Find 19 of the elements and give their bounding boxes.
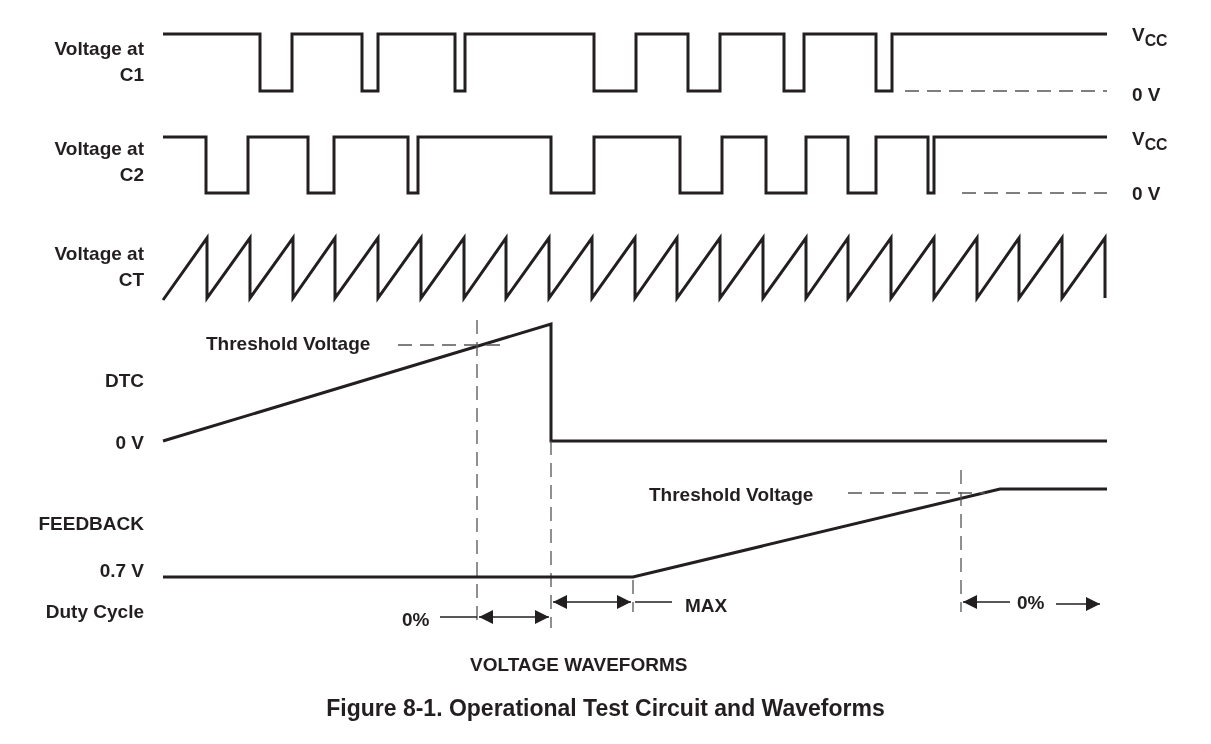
waveform-label: Duty Cycle xyxy=(44,600,144,624)
waveform-label: Voltage at C1 xyxy=(53,37,144,87)
figure-caption: Figure 8-1. Operational Test Circuit and Waveforms xyxy=(325,695,886,721)
waveform-label: Voltage at CT xyxy=(53,242,144,292)
dimension-label: 0% xyxy=(402,608,430,632)
level-label: 0 V xyxy=(1132,182,1161,206)
threshold-label: Threshold Voltage xyxy=(649,483,814,507)
level-label: V$_{CC}$ xyxy=(1132,127,1168,155)
dimension-label: MAX xyxy=(685,594,728,618)
level-label: 0.7 V xyxy=(98,559,144,583)
level-label: 0 V xyxy=(1132,83,1161,107)
threshold-label: Threshold Voltage xyxy=(206,332,371,356)
waveform-label: Voltage at C2 xyxy=(53,137,144,187)
level-label: 0 V xyxy=(114,431,144,455)
waveform-label: FEEDBACK xyxy=(37,512,144,536)
section-label: VOLTAGE WAVEFORMS xyxy=(470,653,688,677)
waveform-label: DTC xyxy=(103,369,144,393)
dimension-label: 0% xyxy=(1017,591,1045,615)
level-label: V$_{CC}$ xyxy=(1132,23,1168,51)
